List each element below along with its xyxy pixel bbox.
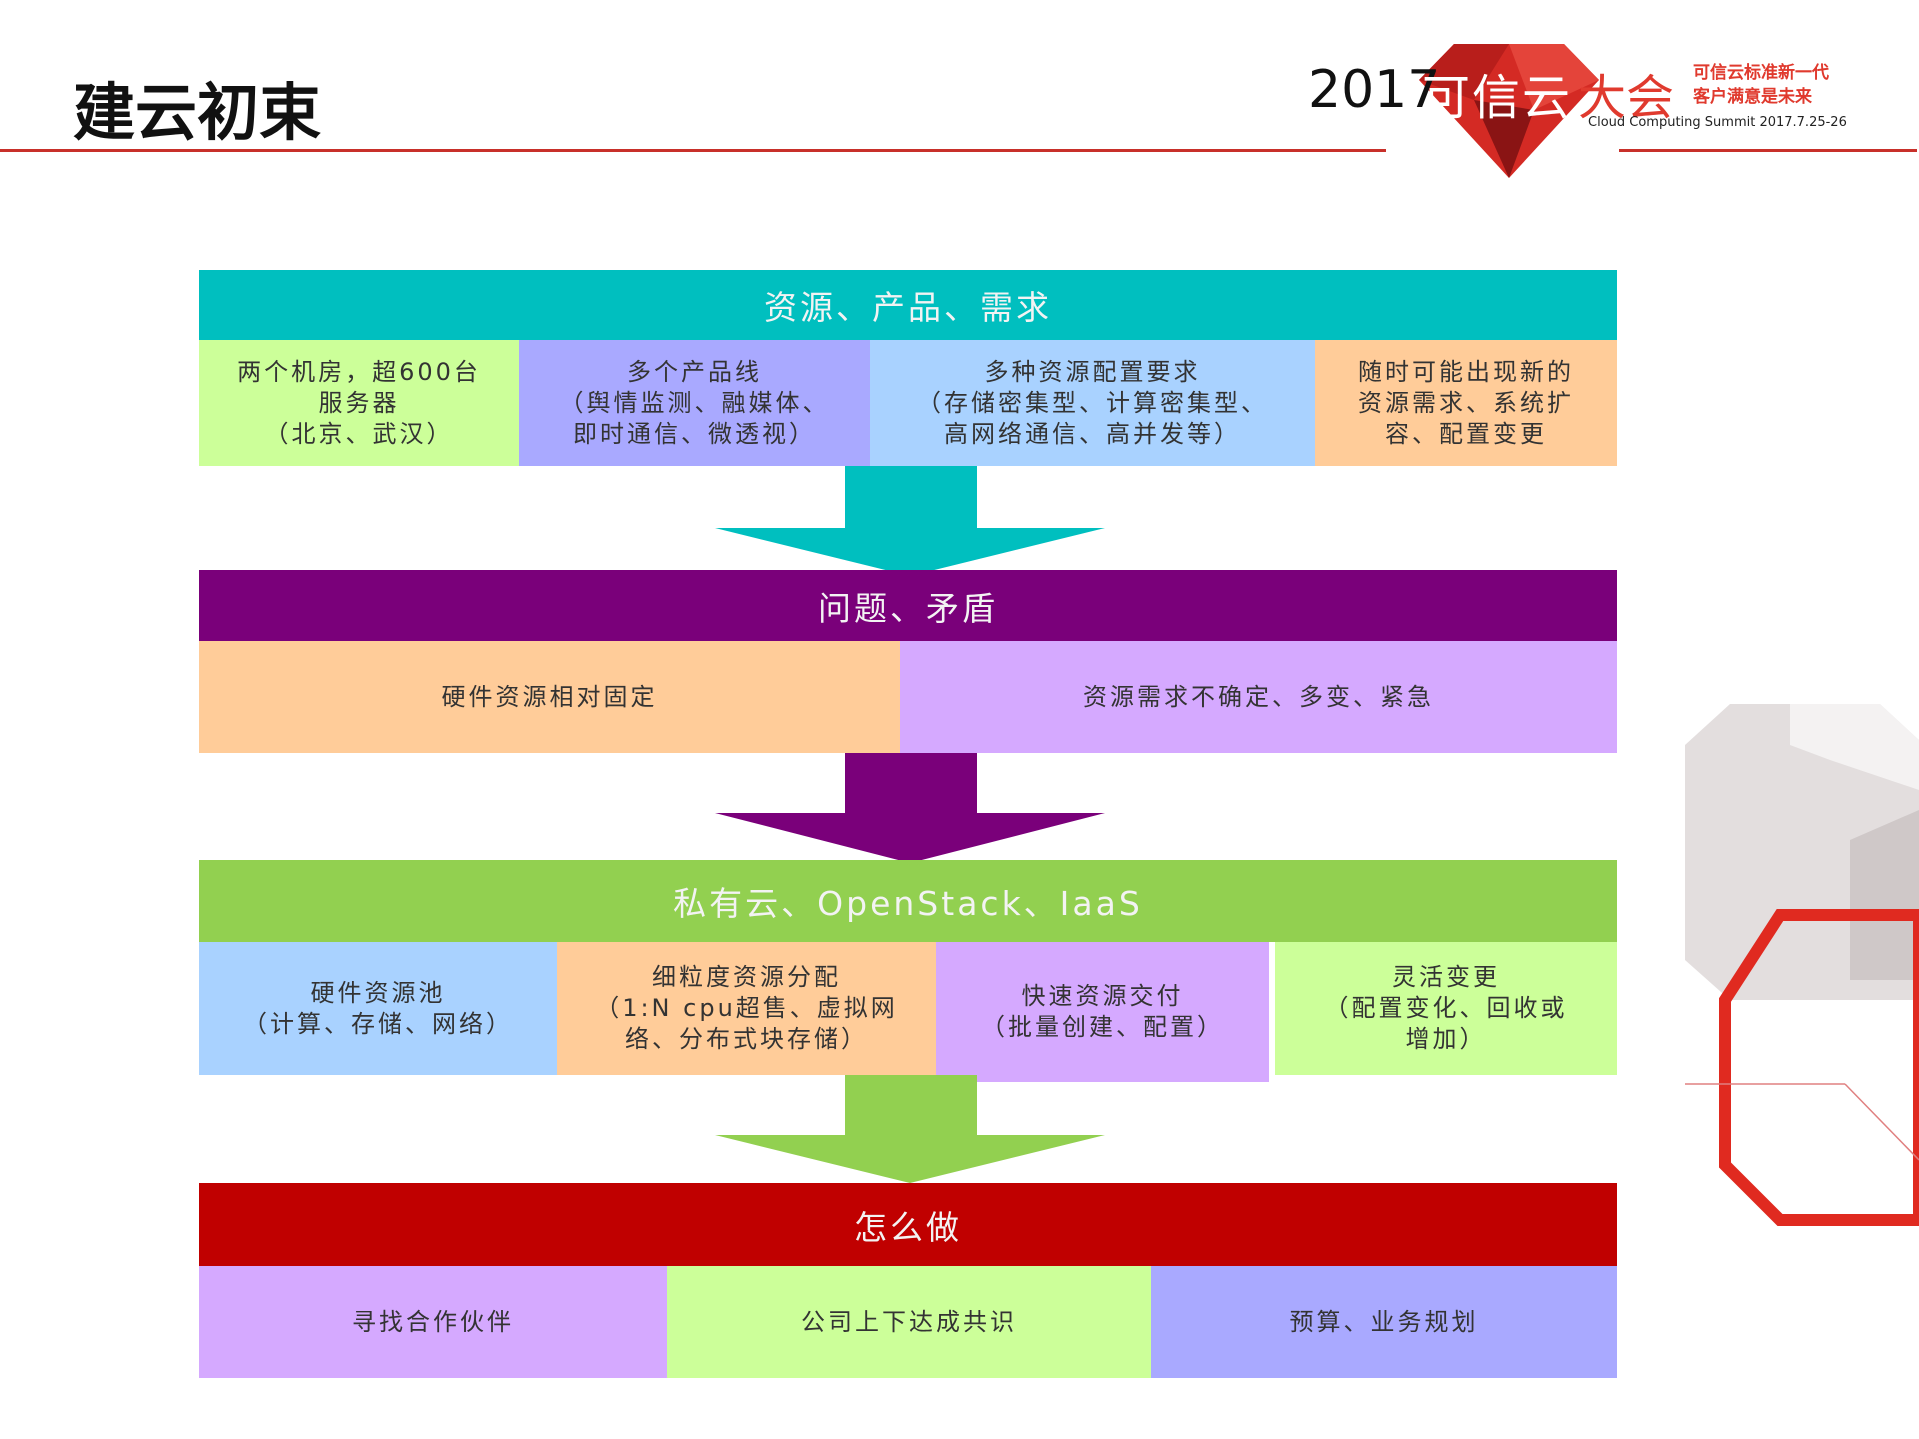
- section-how-cells: 寻找合作伙伴 公司上下达成共识 预算、业务规划: [199, 1266, 1617, 1378]
- cell-fast-delivery: 快速资源交付 （批量创建、配置）: [936, 942, 1269, 1082]
- cell-fine-grained-allocation: 细粒度资源分配 （1:N cpu超售、虚拟网 络、分布式块存储）: [557, 942, 936, 1075]
- cell-find-partners: 寻找合作伙伴: [199, 1266, 667, 1378]
- cell-company-consensus: 公司上下达成共识: [667, 1266, 1151, 1378]
- ruby-logo-icon: [1419, 44, 1599, 178]
- cell-datacenters: 两个机房，超600台 服务器 （北京、武汉）: [199, 340, 519, 466]
- section-resources-header: 资源、产品、需求: [199, 270, 1617, 340]
- header-divider-right: [1619, 149, 1917, 152]
- arrow-down-green-icon: [715, 1075, 1105, 1183]
- section-private-cloud-cells: 硬件资源池 （计算、存储、网络） 细粒度资源分配 （1:N cpu超售、虚拟网 …: [199, 942, 1617, 1082]
- arrow-down-teal-icon: [715, 466, 1105, 576]
- cell-flexible-change: 灵活变更 （配置变化、回收或 增加）: [1275, 942, 1617, 1075]
- section-private-cloud-header: 私有云、OpenStack、IaaS: [199, 860, 1617, 942]
- cell-config-requirements: 多种资源配置要求 （存储密集型、计算密集型、 高网络通信、高并发等）: [870, 340, 1315, 466]
- slide-title: 建云初束: [73, 76, 322, 149]
- logo-year: 2017: [1308, 60, 1441, 120]
- logo-name-red: 大会: [1578, 70, 1675, 126]
- decorative-shapes: [1685, 704, 1919, 1226]
- header-divider: [0, 149, 1386, 152]
- cell-fixed-hardware: 硬件资源相对固定: [199, 641, 900, 753]
- cell-new-demands: 随时可能出现新的 资源需求、系统扩 容、配置变更: [1315, 340, 1617, 466]
- section-resources-cells: 两个机房，超600台 服务器 （北京、武汉） 多个产品线 （舆情监测、融媒体、 …: [199, 340, 1617, 466]
- section-problems-cells: 硬件资源相对固定 资源需求不确定、多变、紧急: [199, 641, 1617, 753]
- arrow-down-purple-icon: [715, 753, 1105, 863]
- cell-uncertain-demand: 资源需求不确定、多变、紧急: [900, 641, 1617, 753]
- cell-budget-planning: 预算、业务规划: [1151, 1266, 1617, 1378]
- logo-slogan-1: 可信云标准新一代: [1693, 63, 1829, 83]
- logo-name: 可信云: [1422, 70, 1573, 126]
- section-how-header: 怎么做: [199, 1183, 1617, 1266]
- section-problems-header: 问题、矛盾: [199, 570, 1617, 641]
- logo-subtitle: Cloud Computing Summit 2017.7.25-26: [1588, 115, 1847, 130]
- cell-product-lines: 多个产品线 （舆情监测、融媒体、 即时通信、微透视）: [519, 340, 870, 466]
- logo-slogan-2: 客户满意是未来: [1693, 87, 1812, 107]
- cell-resource-pool: 硬件资源池 （计算、存储、网络）: [199, 942, 557, 1075]
